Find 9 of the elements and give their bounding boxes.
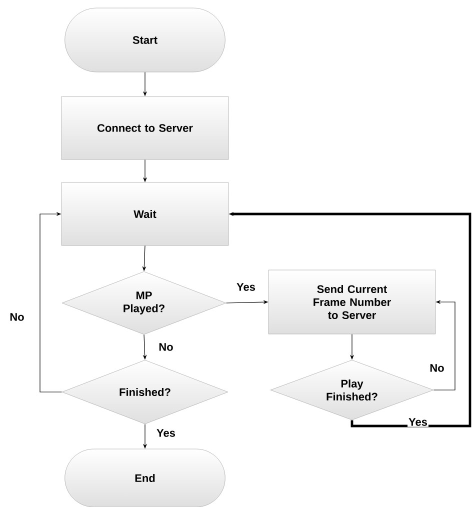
- edge-label: No: [8, 312, 26, 322]
- edge-label: Yes: [236, 282, 256, 292]
- edge-label: Yes: [408, 417, 428, 427]
- edge-label: Yes: [156, 428, 176, 438]
- edge-label: No: [158, 342, 174, 352]
- process-box: Wait: [61, 182, 229, 246]
- arrow: [40, 212, 62, 392]
- process-box: Send Current Frame Number to Server: [268, 270, 436, 334]
- process-box: Connect to Server: [61, 96, 229, 160]
